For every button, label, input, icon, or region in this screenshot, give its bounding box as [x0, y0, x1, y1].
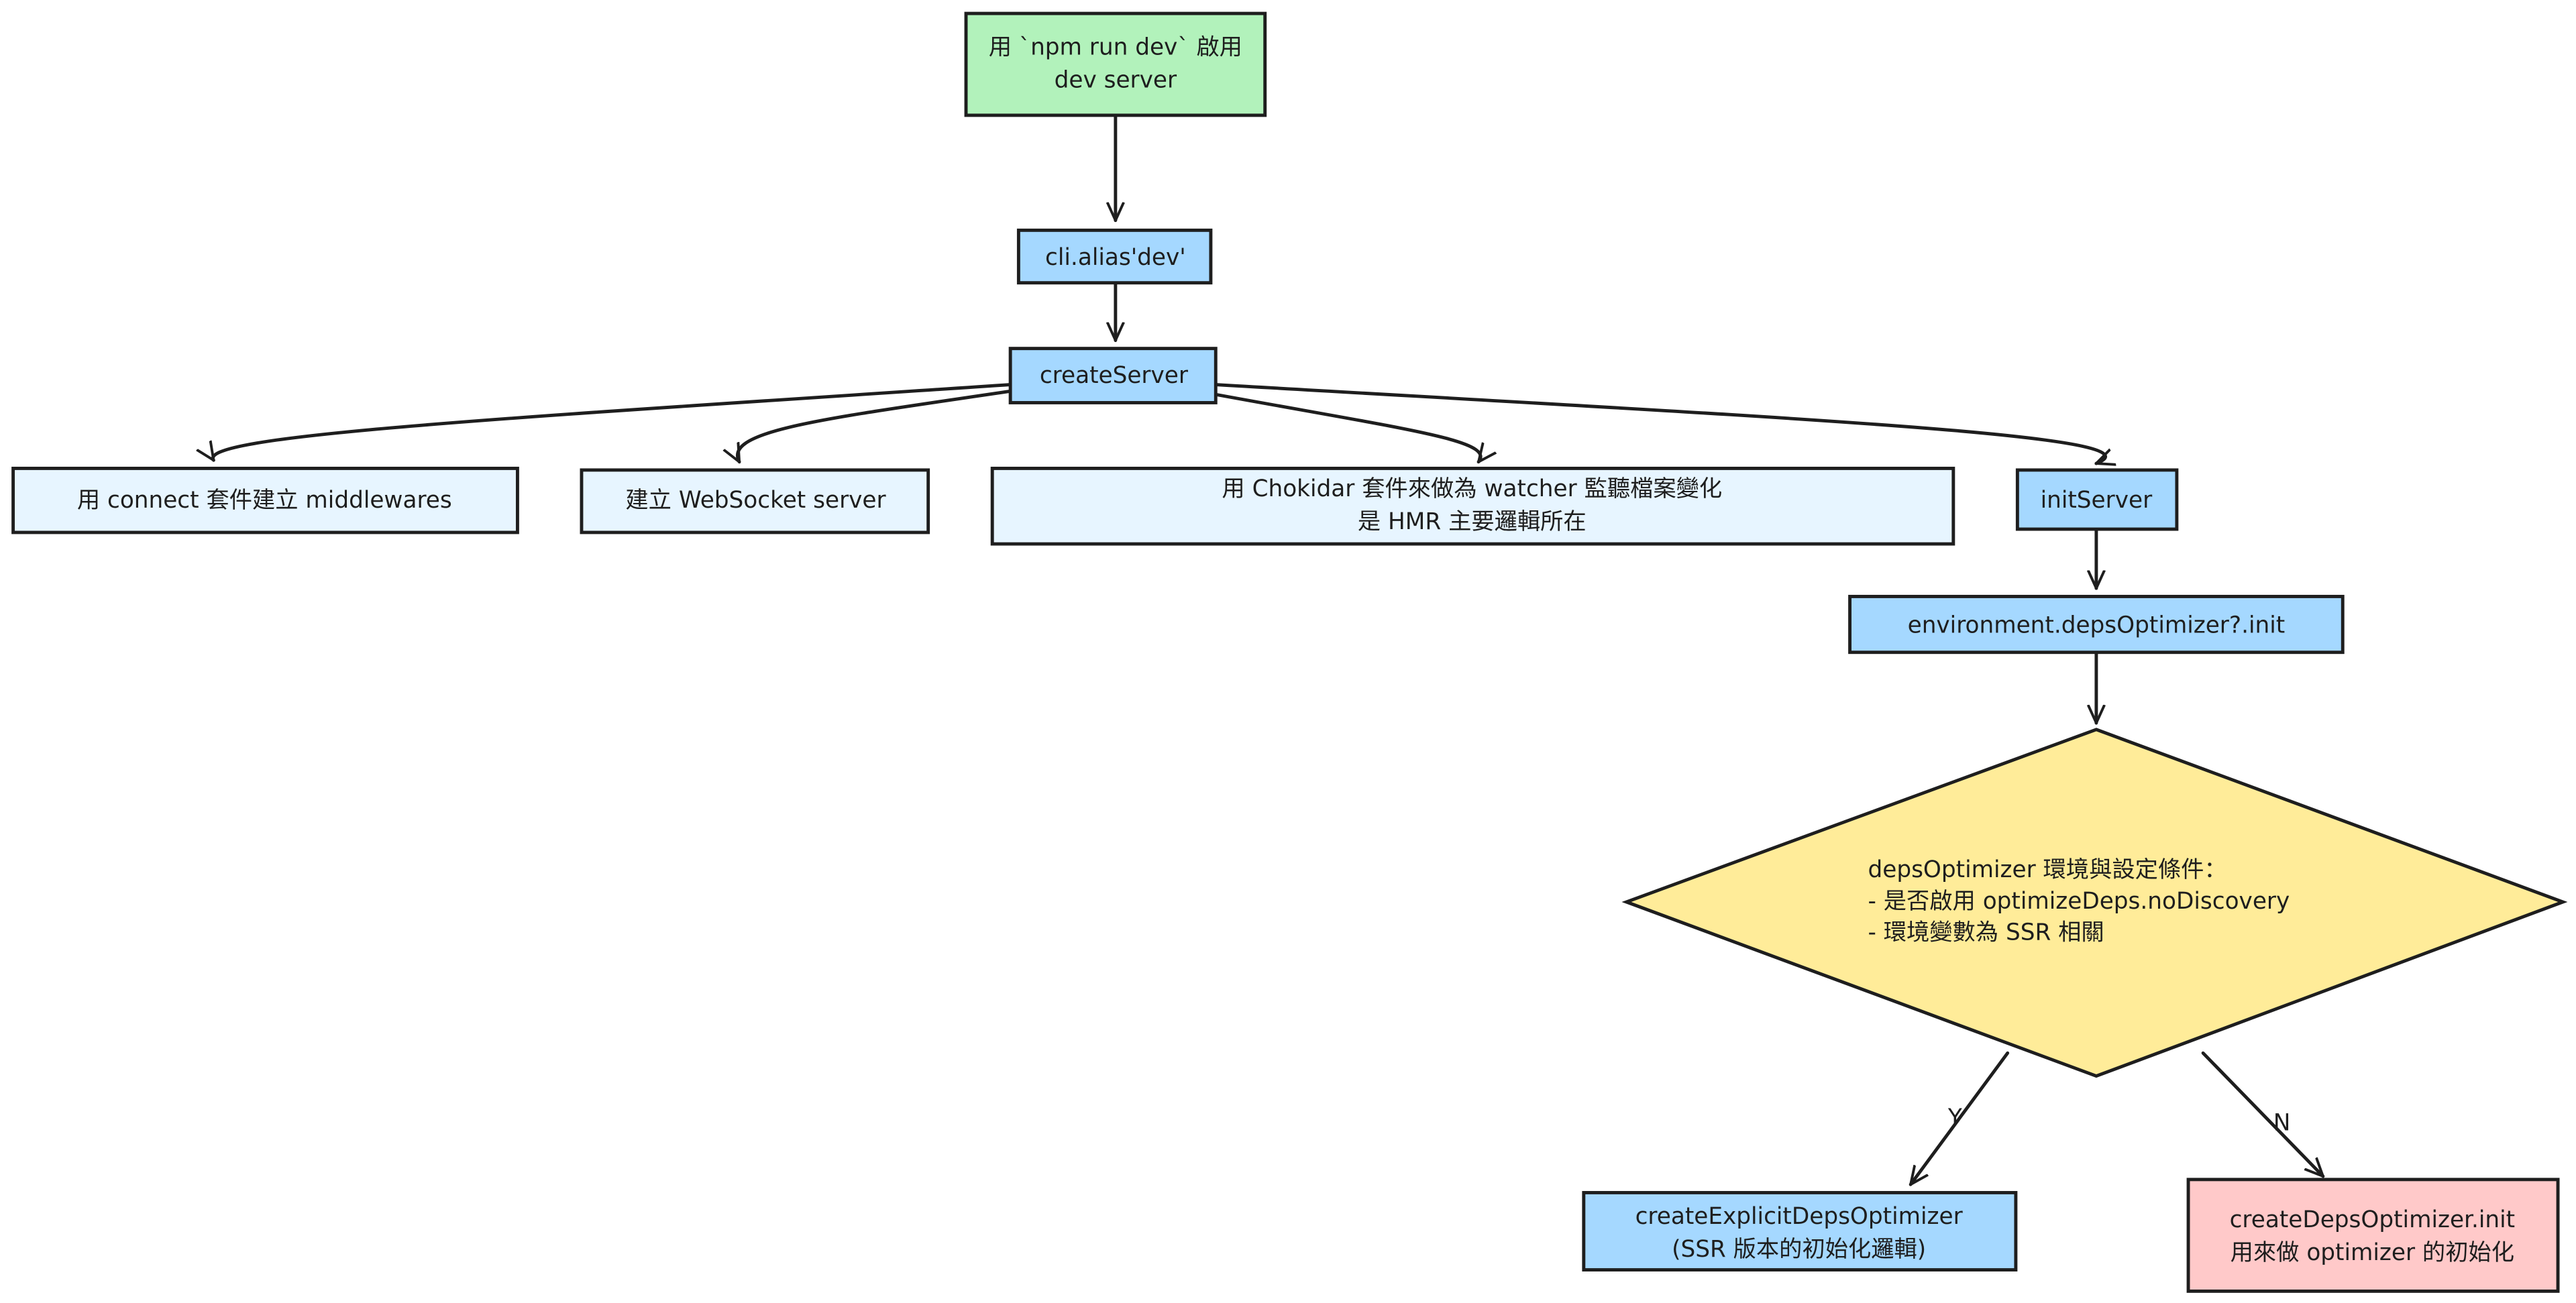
edge-yes-label: Y — [1947, 1104, 1962, 1131]
edge-no — [2201, 1051, 2323, 1176]
node-websocket[interactable]: 建立 WebSocket server — [580, 468, 930, 534]
node-deps-optimizer-line2: 用來做 optimizer 的初始化 — [2231, 1239, 2514, 1266]
node-init-server[interactable]: initServer — [2015, 468, 2179, 531]
edge-createserver-to-chokidar — [1214, 392, 1481, 461]
node-init-server-label: initServer — [2041, 487, 2153, 514]
edge-createserver-to-connect — [213, 383, 1012, 461]
node-explicit-optimizer[interactable]: createExplicitDepsOptimizer (SSR 版本的初始化邏… — [1582, 1190, 2018, 1271]
node-start[interactable]: 用 `npm run dev` 啟用 dev server — [964, 11, 1267, 117]
edge-yes — [1911, 1051, 2010, 1184]
node-connect[interactable]: 用 connect 套件建立 middlewares — [11, 466, 519, 534]
node-cli-alias[interactable]: cli.alias'dev' — [1016, 228, 1213, 285]
node-chokidar-line1: 用 Chokidar 套件來做為 watcher 監聽檔案變化 — [1222, 475, 1722, 502]
node-connect-label: 用 connect 套件建立 middlewares — [77, 487, 452, 514]
node-start-line2: dev server — [1055, 66, 1177, 93]
node-decision[interactable]: depsOptimizer 環境與設定條件： - 是否啟用 optimizeDe… — [1621, 728, 2568, 1078]
node-explicit-line1: createExplicitDepsOptimizer — [1635, 1203, 1964, 1230]
node-decision-line1: depsOptimizer 環境與設定條件： — [1868, 856, 2226, 883]
node-deps-optimizer[interactable]: createDepsOptimizer.init 用來做 optimizer 的… — [2186, 1178, 2560, 1293]
node-chokidar[interactable]: 用 Chokidar 套件來做為 watcher 監聽檔案變化 是 HMR 主要… — [990, 466, 1955, 546]
node-chokidar-line2: 是 HMR 主要邏輯所在 — [1358, 508, 1587, 535]
node-deps-init[interactable]: environment.depsOptimizer?.init — [1848, 595, 2345, 655]
edge-no-label: N — [2273, 1109, 2291, 1136]
node-create-server-label: createServer — [1040, 362, 1189, 389]
node-deps-init-label: environment.depsOptimizer?.init — [1908, 612, 2286, 638]
edge-createserver-to-initserver — [1214, 383, 2105, 464]
node-websocket-label: 建立 WebSocket server — [625, 487, 886, 514]
node-deps-optimizer-line1: createDepsOptimizer.init — [2230, 1206, 2516, 1233]
edge-createserver-to-websocket — [737, 389, 1012, 461]
edges: Y N — [213, 113, 2323, 1184]
node-cli-alias-label: cli.alias'dev' — [1045, 244, 1186, 271]
node-decision-line3: - 環境變數為 SSR 相關 — [1868, 919, 2104, 946]
node-explicit-line2: (SSR 版本的初始化邏輯) — [1672, 1236, 1926, 1263]
node-decision-line2: - 是否啟用 optimizeDeps.noDiscovery — [1868, 888, 2290, 915]
node-start-line1: 用 `npm run dev` 啟用 — [989, 34, 1242, 60]
node-create-server[interactable]: createServer — [1008, 347, 1218, 404]
